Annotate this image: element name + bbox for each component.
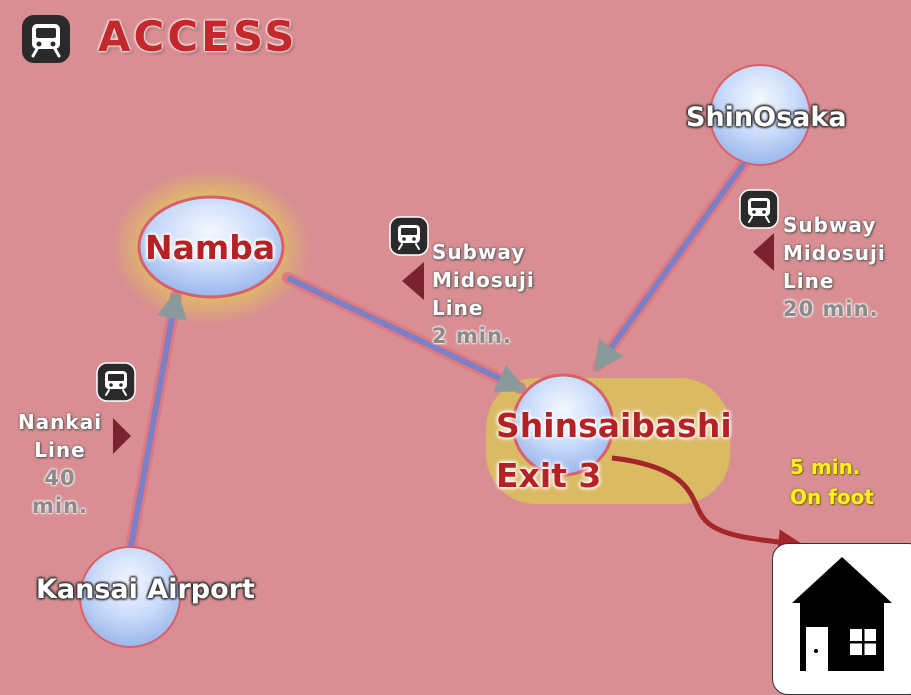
route-label-namba-shinsaibashi: Subway Midosuji Line 2 min.: [432, 238, 535, 350]
pointer-nankai: [113, 418, 131, 454]
train-icon: [96, 362, 136, 402]
station-label-shinosaka: ShinOsaka: [686, 102, 847, 133]
route-label-shinosaka-shinsaibashi: Subway Midosuji Line 20 min.: [783, 211, 886, 323]
route-namba-shinsaibashi: [282, 272, 527, 394]
route-line-type: Line: [34, 438, 86, 462]
route-line-type: Line: [432, 296, 484, 320]
train-icon: [739, 189, 779, 229]
station-label-namba: Namba: [145, 228, 276, 267]
route-line-name: Midosuji: [783, 241, 886, 265]
train-icon: [31, 24, 61, 58]
station-label-shinsaibashi: Shinsaibashi: [496, 406, 732, 445]
pointer-shinosaka-route: [753, 233, 774, 271]
route-duration: 2 min.: [432, 324, 512, 348]
page-title: ACCESS: [98, 12, 298, 61]
shinosaka-node: [709, 64, 811, 166]
train-icon: [389, 216, 429, 256]
walk-duration: 5 min.: [790, 455, 861, 479]
pointer-namba-route: [402, 262, 424, 300]
kansai-airport-node: [79, 546, 181, 648]
route-line-type: Line: [783, 269, 835, 293]
station-label-shinsaibashi-exit: Exit 3: [496, 456, 602, 495]
route-line-name: Nankai: [17, 410, 103, 434]
route-label-nankai: Nankai Line 40 min.: [16, 408, 104, 520]
walk-route: [611, 455, 804, 555]
shinsaibashi-node: [511, 373, 615, 477]
station-label-kansai-airport: Kansai Airport: [36, 574, 255, 605]
route-duration: 20 min.: [783, 297, 879, 321]
walk-label: 5 min. On foot: [790, 452, 874, 512]
route-line-name: Midosuji: [432, 268, 535, 292]
route-line-name: Subway: [432, 240, 526, 264]
route-duration: 40 min.: [31, 466, 88, 518]
route-airport-namba: [124, 288, 187, 558]
route-line-name: Subway: [783, 213, 877, 237]
route-shinosaka-shinsaibashi: [592, 156, 751, 373]
namba-node: [137, 195, 285, 299]
walk-mode: On foot: [790, 485, 874, 509]
house-icon: [792, 557, 892, 671]
